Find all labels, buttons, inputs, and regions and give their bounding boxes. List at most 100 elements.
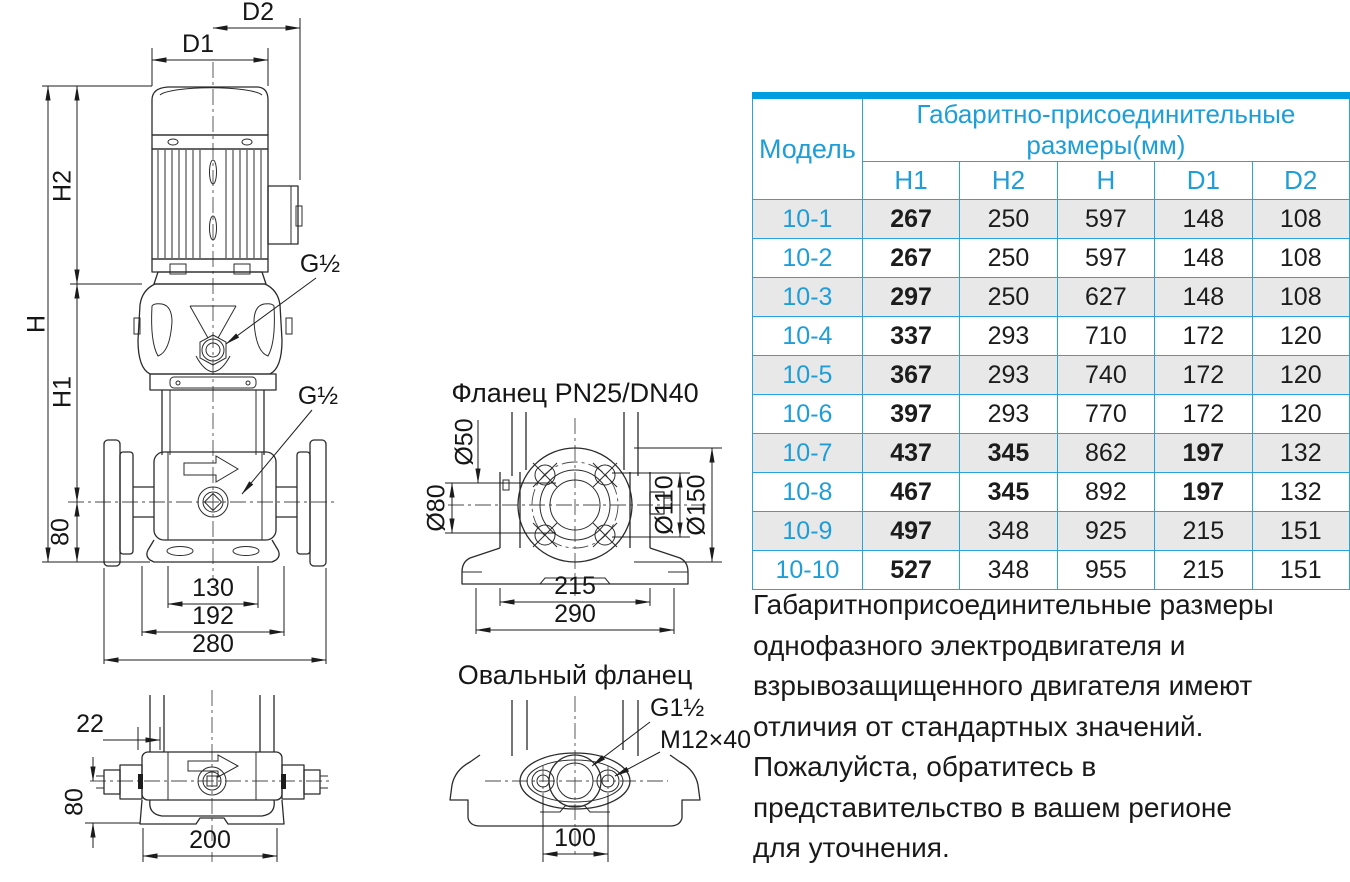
value-cell: 132 — [1251, 472, 1350, 512]
flange-oval-title: Овальный фланец — [458, 660, 693, 690]
port-thread-top-label: G½ — [300, 250, 340, 278]
flange-round-view: Фланец PN25/DN40 — [423, 378, 722, 634]
dim-280-label: 280 — [192, 630, 234, 658]
value-cell: 215 — [1154, 511, 1253, 551]
value-cell: 710 — [1056, 316, 1156, 356]
value-cell: 740 — [1056, 355, 1156, 395]
value-cell: 120 — [1251, 355, 1350, 395]
value-cell: 527 — [861, 550, 961, 590]
value-cell: 597 — [1056, 238, 1156, 278]
value-cell: 293 — [959, 394, 1058, 434]
value-cell: 151 — [1251, 550, 1350, 590]
port-thread-bottom-label: G½ — [298, 382, 338, 410]
column-header-d2: D2 — [1251, 161, 1350, 200]
value-cell: 367 — [861, 355, 961, 395]
value-cell: 148 — [1154, 277, 1253, 317]
group-header: Габаритно-присоединительные размеры(мм) — [861, 95, 1350, 162]
technical-drawings: D2 D1 H H2 H1 80 130 192 280 G½ G½ — [23, 0, 750, 862]
pump-front-view: D2 D1 H H2 H1 80 130 192 280 G½ G½ — [23, 0, 340, 664]
value-cell: 197 — [1154, 472, 1253, 512]
dim-290-label: 290 — [554, 600, 596, 628]
dim-d50-label: Ø50 — [451, 418, 479, 465]
model-column-header: Модель — [752, 95, 863, 200]
value-cell: 148 — [1154, 199, 1253, 239]
value-cell: 293 — [959, 355, 1058, 395]
value-cell: 955 — [1056, 550, 1156, 590]
column-header-h1: H1 — [861, 161, 961, 200]
value-cell: 437 — [861, 433, 961, 473]
value-cell: 467 — [861, 472, 961, 512]
value-cell: 151 — [1251, 511, 1350, 551]
value-cell: 267 — [861, 238, 961, 278]
value-cell: 348 — [959, 550, 1058, 590]
dim-100-label: 100 — [554, 824, 596, 852]
oval-bolt-label: M12×40 — [660, 726, 750, 754]
value-cell: 397 — [861, 394, 961, 434]
dim-d80-label: Ø80 — [423, 484, 451, 531]
column-header-h2: H2 — [959, 161, 1058, 200]
value-cell: 215 — [1154, 550, 1253, 590]
model-cell: 10-3 — [752, 277, 863, 317]
table-header-row: Модель Габаритно-присоединительные разме… — [752, 95, 1350, 200]
table-subheader-row: H1 H2 H D1 D2 — [753, 161, 1350, 200]
model-cell: 10-7 — [752, 433, 863, 473]
model-cell: 10-4 — [752, 316, 863, 356]
value-cell: 132 — [1251, 433, 1350, 473]
value-cell: 250 — [959, 238, 1058, 278]
note-text: Габаритноприсоединительные размеры одноф… — [753, 589, 1274, 863]
dim-200-label: 200 — [189, 826, 231, 854]
value-cell: 497 — [861, 511, 961, 551]
model-cell: 10-5 — [752, 355, 863, 395]
dim-130-label: 130 — [192, 574, 234, 602]
value-cell: 293 — [959, 316, 1058, 356]
value-cell: 172 — [1154, 316, 1253, 356]
value-cell: 148 — [1154, 238, 1253, 278]
model-cell: 10-2 — [752, 238, 863, 278]
model-cell: 10-8 — [752, 472, 863, 512]
oval-thread-label: G1½ — [650, 694, 704, 722]
dim-22-label: 22 — [76, 710, 104, 738]
model-cell: 10-10 — [752, 550, 863, 590]
value-cell: 770 — [1056, 394, 1156, 434]
model-cell: 10-9 — [752, 511, 863, 551]
dim-80-label: 80 — [47, 518, 75, 546]
dimensions-table: Модель Габаритно-присоединительные разме… — [752, 92, 1350, 590]
value-cell: 120 — [1251, 394, 1350, 434]
value-cell: 172 — [1154, 355, 1253, 395]
dim-h2-label: H2 — [49, 170, 77, 202]
value-cell: 250 — [959, 199, 1058, 239]
value-cell: 345 — [959, 433, 1058, 473]
value-cell: 250 — [959, 277, 1058, 317]
dim-h-label: H — [23, 315, 51, 333]
dim-d2-label: D2 — [242, 0, 274, 26]
dim-h1-label: H1 — [49, 376, 77, 408]
value-cell: 108 — [1251, 277, 1350, 317]
value-cell: 925 — [1056, 511, 1156, 551]
value-cell: 172 — [1154, 394, 1253, 434]
value-cell: 345 — [959, 472, 1058, 512]
value-cell: 108 — [1251, 199, 1350, 239]
column-header-d1: D1 — [1154, 161, 1253, 200]
model-cell: 10-1 — [752, 199, 863, 239]
value-cell: 267 — [861, 199, 961, 239]
dim-192-label: 192 — [192, 602, 234, 630]
dim-d150-label: Ø150 — [683, 474, 711, 535]
value-cell: 120 — [1251, 316, 1350, 356]
flange-oval-view: Овальный фланец G1½ M12×40 — [449, 660, 750, 862]
value-cell: 197 — [1154, 433, 1253, 473]
value-cell: 297 — [861, 277, 961, 317]
pump-bottom-view: 22 80 200 — [61, 690, 332, 862]
dim-d110-label: Ø110 — [651, 475, 679, 534]
